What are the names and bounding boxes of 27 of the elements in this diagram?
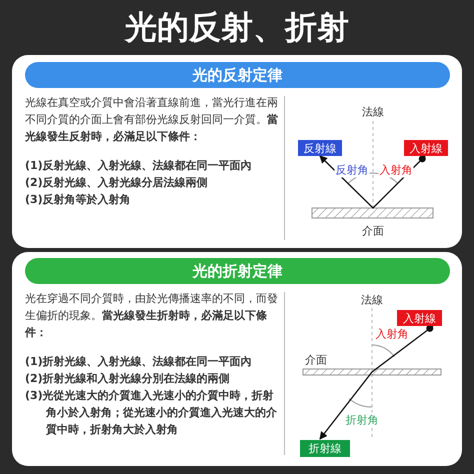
list-item: (2)折射光線和入射光線分別在法線的兩側 [25,371,231,388]
diagram-label: 反射角 [334,162,370,178]
diagram-label: 法線 [360,292,384,308]
list-item: (1)反射光線、入射光線、法線都在同一平面內 [25,158,253,174]
list-item: (3)光從光速大的介質進入光速小的介質中時，折射角小於入射角；從光速小的介質進入光速大的介質中時，折射角大於入射角 [25,388,278,438]
section-header: 光的反射定律 [25,62,450,88]
list-item: (3)反射角等於入射角 [25,192,132,208]
label-tag: 入射線 [404,140,448,156]
label-tag: 入射線 [397,310,442,326]
diagram-label: 入射角 [374,326,410,342]
diagram-label: 介面 [304,352,328,368]
card-panel [12,55,462,248]
list-item: (2)反射光線、入射光線分居法線兩側 [25,175,209,192]
diagram-label: 法線 [361,104,385,120]
section-header: 光的折射定律 [25,258,450,284]
body-text: 光線在真空或介質中會沿著直線前進，當光行進在兩不同介質的介面上會有部份光線反射回同一介質。當光線發生反射時，必滿足以下條件： [25,95,279,146]
label-tag: 折射線 [300,440,350,457]
light-ray [319,324,434,440]
diagram-label: 介面 [361,224,385,238]
body-text: 光在穿過不同介質時，由於光傳播速率的不同，而發生偏折的現象。當光線發生折射時，必滿足以下條件： [25,291,279,342]
light-ray [319,155,426,209]
card-panel [12,252,462,466]
list-item: (1)折射光線、入射光線、法線都在同一平面內 [25,354,253,370]
page-title: 光的反射、折射 [123,7,350,48]
diagram-label: 入射角 [378,162,414,178]
label-tag: 反射線 [298,140,342,156]
diagram-label: 折射角 [344,412,380,428]
